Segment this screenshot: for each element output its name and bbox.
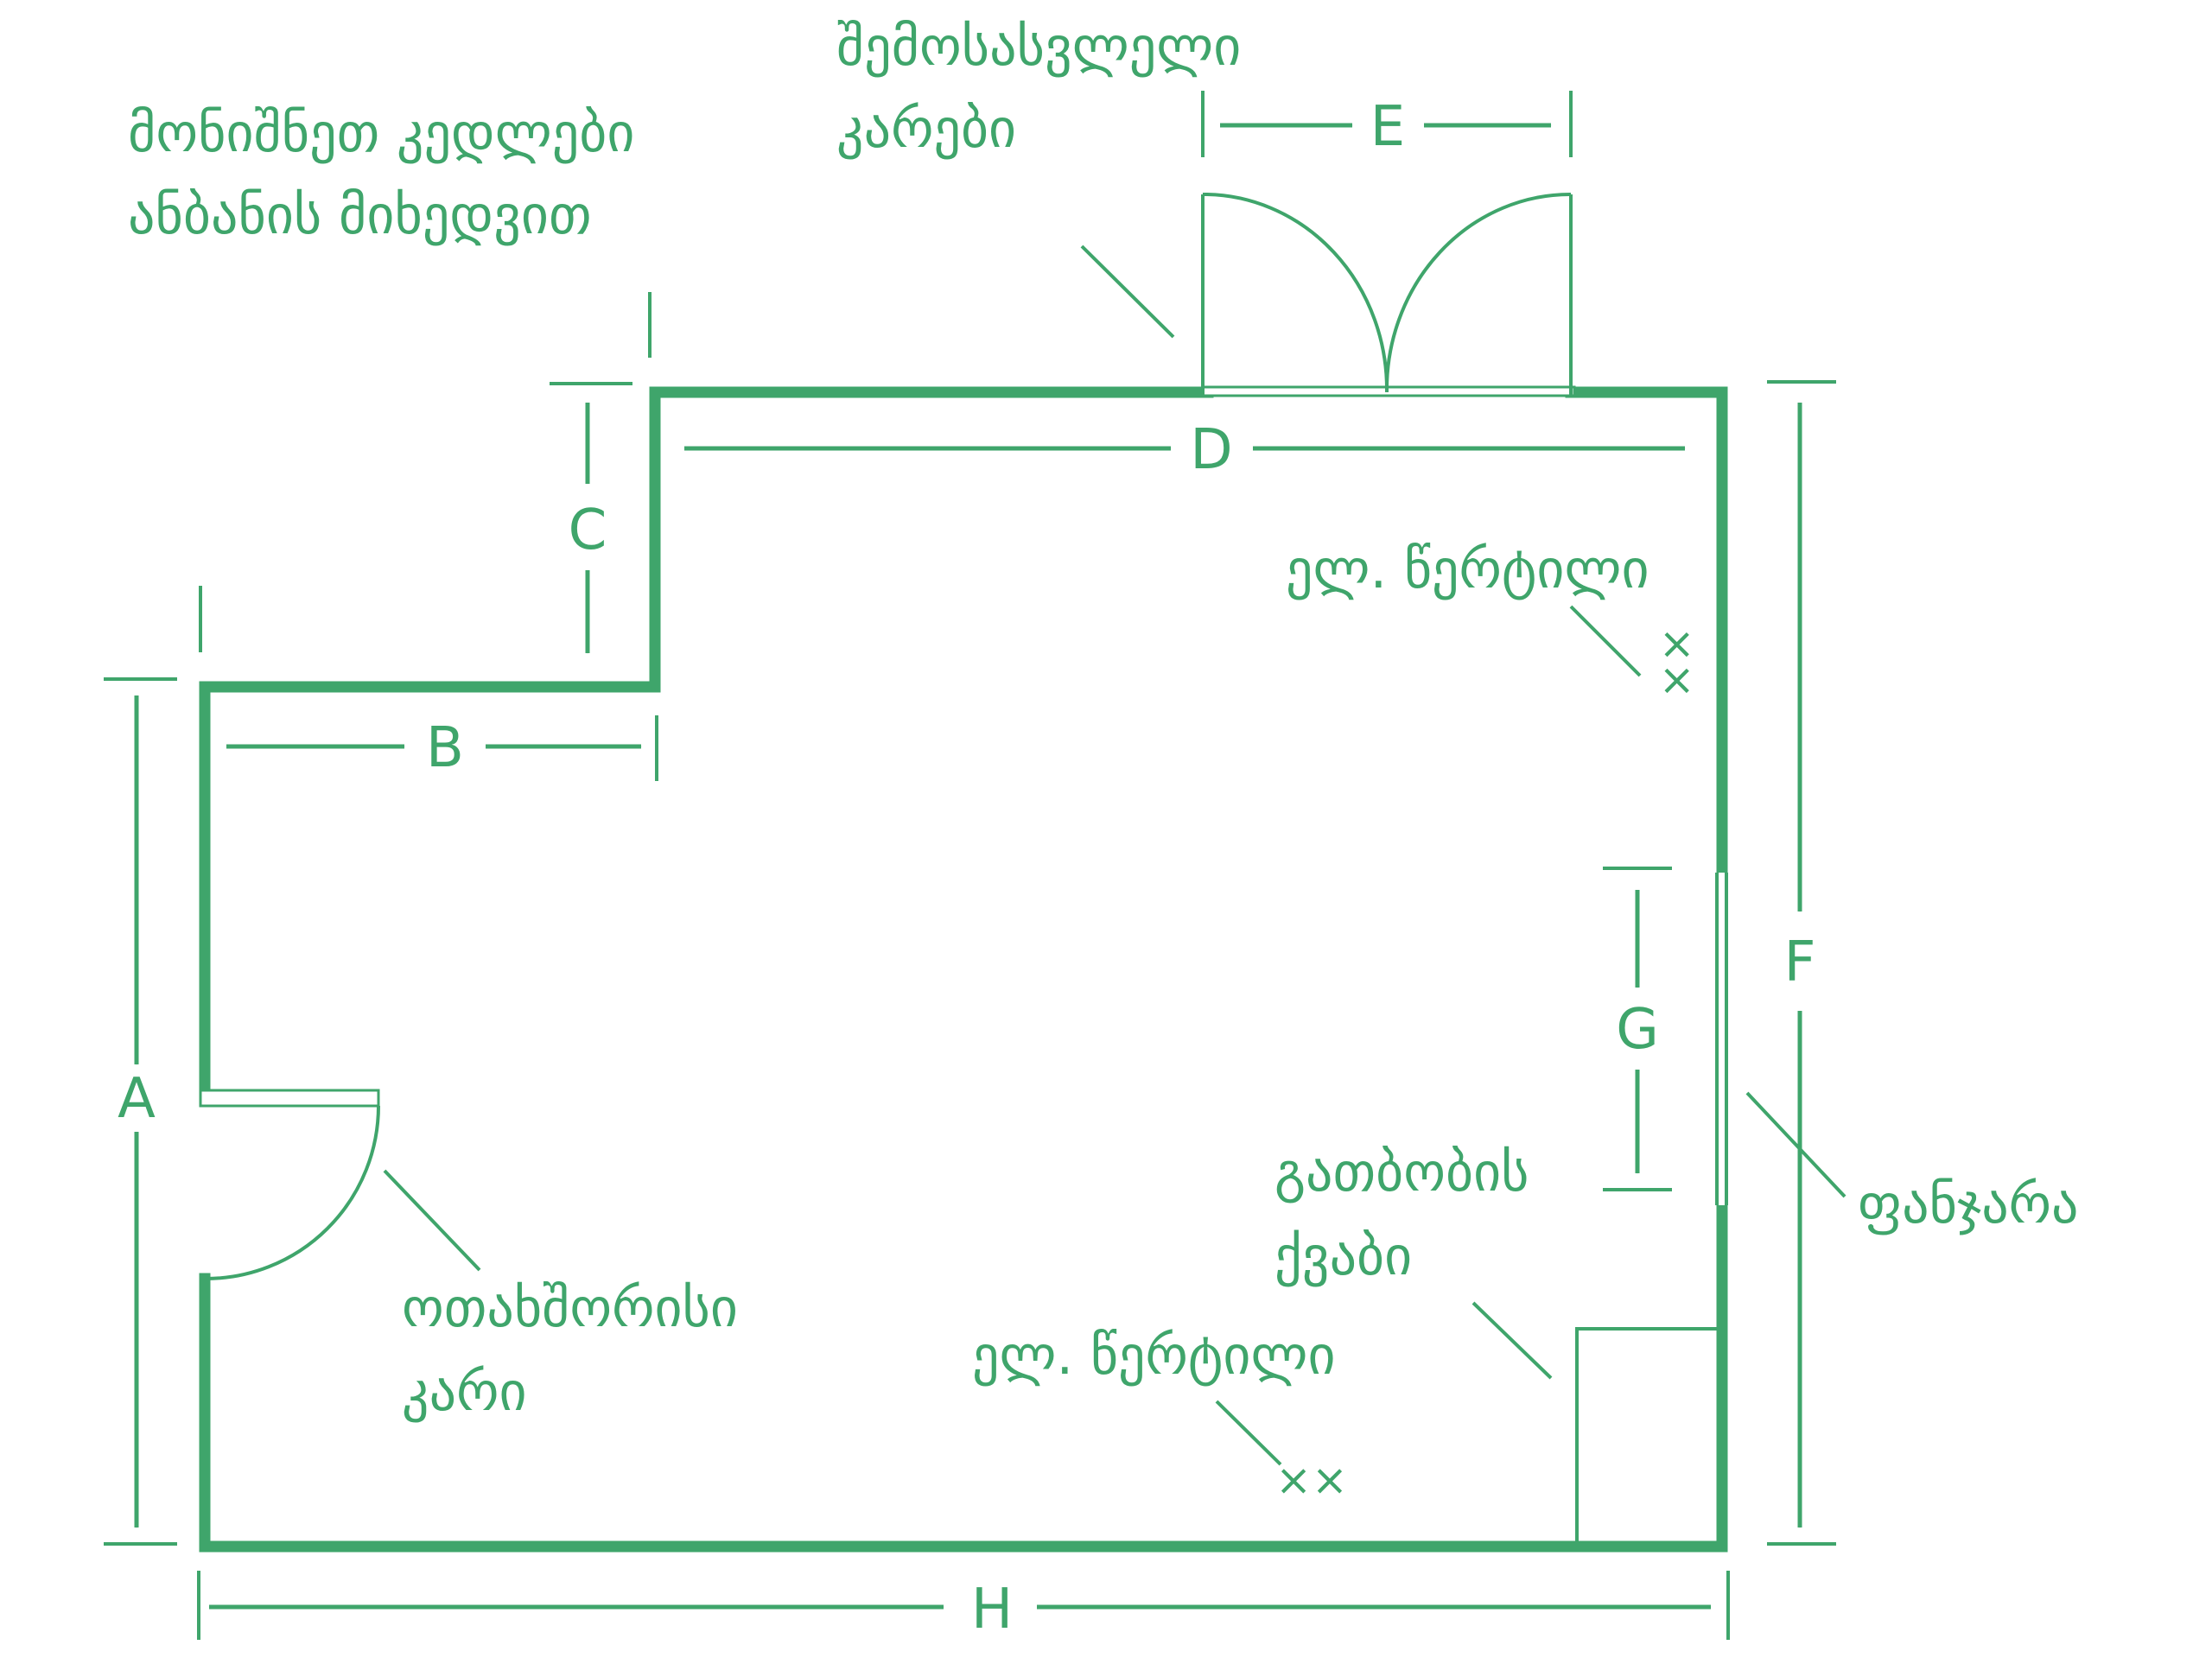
heater-box — [1575, 1327, 1718, 1542]
interior-door-label-line2: კარი — [402, 1360, 527, 1423]
dim-label-b: B — [426, 716, 464, 780]
socket-top-mark: ×× — [1653, 626, 1703, 699]
socket-top-label: ელ. წერტილი — [1286, 537, 1649, 600]
dim-label-e: E — [1370, 95, 1405, 159]
dim-label-d: D — [1190, 418, 1232, 482]
mark-walls-label-line2: ანბანის მიხედვით — [128, 183, 592, 246]
socket-bottom-label: ელ. წერტილი — [972, 1324, 1336, 1387]
window-label: ფანჯარა — [1858, 1172, 2079, 1235]
wall-outline — [199, 386, 1214, 1095]
heater-label-line1: გათბობის — [1274, 1140, 1529, 1204]
mark-walls-label-line1: მონიშნეთ კედლები — [128, 101, 634, 164]
room-walls — [199, 386, 1730, 1553]
leader-lines — [383, 245, 1847, 1466]
dim-label-c: C — [569, 499, 607, 562]
dimension-lines — [104, 91, 1836, 1640]
entrance-label-line2: კარები — [836, 97, 1016, 160]
entrance-door — [1201, 192, 1576, 397]
interior-door — [199, 1089, 380, 1281]
dim-label-a: A — [118, 1067, 156, 1131]
interior-door-label-line1: ოთახშორისი — [402, 1276, 738, 1339]
dim-label-g: G — [1616, 998, 1659, 1062]
wall-outline-right — [1565, 386, 1728, 1211]
wall-outline-lower-right — [199, 1199, 1728, 1553]
entrance-label-line1: შემოსასვლელი — [836, 15, 1241, 78]
heater-label-line2: ქვაბი — [1274, 1224, 1412, 1287]
dim-label-f: F — [1784, 930, 1816, 994]
socket-bottom-mark: ×× — [1275, 1455, 1348, 1505]
dim-label-h: H — [971, 1578, 1013, 1642]
